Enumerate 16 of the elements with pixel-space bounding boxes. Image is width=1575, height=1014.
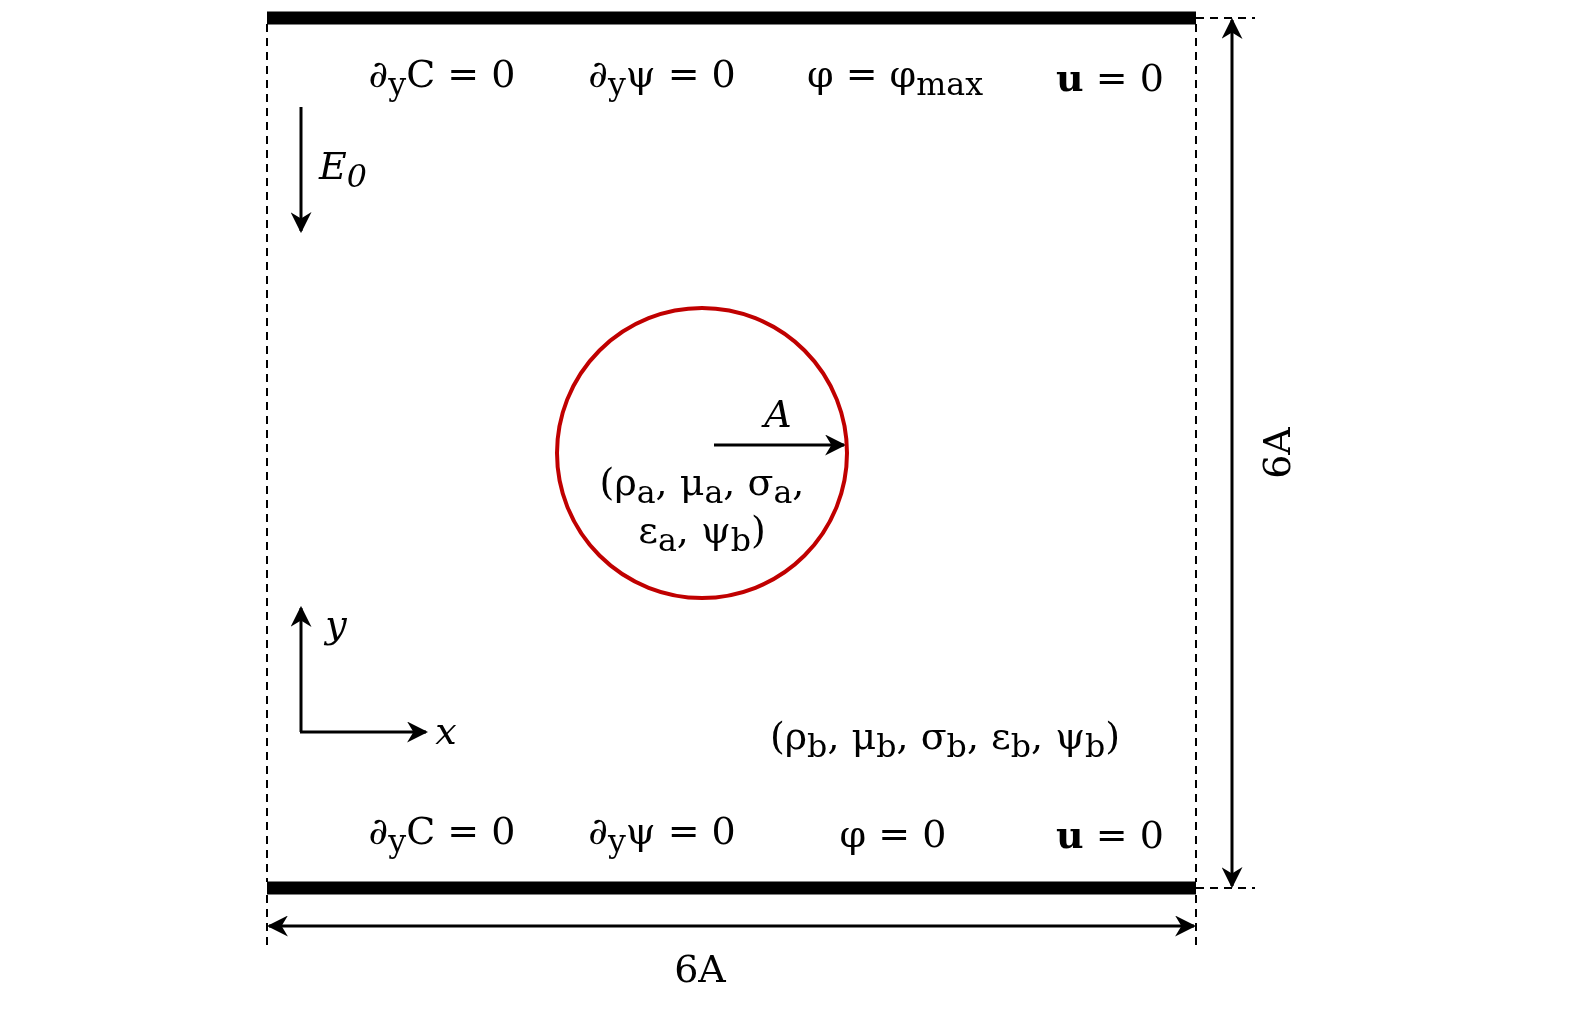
drop-circle — [555, 306, 849, 600]
field-label: E$_{0}$ — [319, 145, 367, 195]
boundary-condition: ∂$_{y}$C = 0 — [368, 53, 516, 103]
medium-properties: (ρ$_{b}$, μ$_{b}$, σ$_{b}$, ε$_{b}$, ψ$_{b}$) — [769, 715, 1121, 765]
boundary-condition: φ = 0 — [839, 814, 947, 856]
drop-properties: (ρ$_{a}$, μ$_{a}$, σ$_{a}$, ε$_{a}$, ψ$_{b}$) — [598, 461, 806, 559]
boundary-condition: ∂$_{y}$ψ = 0 — [588, 53, 736, 103]
boundary-condition: ∂$_{y}$C = 0 — [368, 810, 516, 860]
boundary-condition: u = 0 — [1056, 56, 1164, 100]
boundary-condition: u = 0 — [1056, 813, 1164, 857]
axis-label: y — [325, 604, 347, 646]
boundary-condition: ∂$_{y}$ψ = 0 — [588, 810, 736, 860]
dimension-label: 6A — [1257, 427, 1299, 479]
boundary-condition: φ = φ$_{max}$ — [807, 53, 983, 103]
axis-label: x — [435, 711, 457, 753]
dimension-label: 6A — [674, 949, 726, 991]
